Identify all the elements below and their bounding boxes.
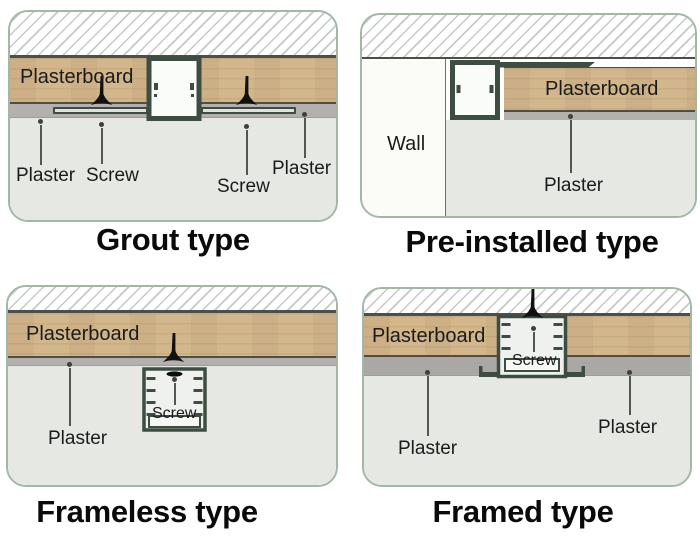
plaster-body [364,375,690,485]
leader-dot [244,124,249,129]
label-screw-left: Screw [86,165,139,186]
screw-icon [162,333,185,362]
leader-line [304,118,306,158]
leader-line [570,120,572,173]
label-plasterboard: Plasterboard [372,325,486,347]
leader-line [40,125,42,165]
plasterboard-layer-left [364,315,497,357]
label-plaster: Plaster [544,175,604,196]
plaster-skim-strip-left [364,357,497,375]
leader-dot [67,362,72,367]
plasterboard-layer-right [567,315,690,357]
screw-icon [90,76,113,105]
concrete-hatch [362,15,695,59]
leader-line [427,376,429,436]
profile-flange [498,62,595,68]
label-screw-right: Screw [217,176,270,197]
panel-title-preinstalled: Pre-installed type [405,224,659,259]
leader-line [533,332,535,352]
concrete-hatch [8,287,336,312]
leader-dot [38,119,43,124]
aluminum-profile-channel [146,56,202,121]
plaster-body [10,117,336,220]
panel-preinstalled: Plasterboard Wall Plaster [360,13,697,218]
label-plaster-right: Plaster [272,158,332,179]
leader-dot [302,112,307,117]
plasterboard-layer [504,67,695,112]
panel-title-grout: Grout type [96,222,250,257]
leader-dot [425,370,430,375]
label-plaster-left: Plaster [16,165,76,186]
label-plasterboard: Plasterboard [20,66,134,88]
label-plaster: Plaster [48,428,108,449]
leader-dot [568,114,573,119]
panel-title-framed: Framed type [432,494,614,529]
leader-dot [172,377,177,382]
panel-grout: Plaster Screw Screw Plaster Plasterboard [8,10,338,222]
label-screw: Screw [152,405,197,422]
leader-dot [627,370,632,375]
leader-dot [99,122,104,127]
label-wall: Wall [387,133,426,155]
panel-title-frameless: Frameless type [36,494,258,529]
aluminum-profile-channel [450,60,500,120]
label-screw: Screw [512,352,557,369]
leader-line [174,383,176,405]
aluminum-profile-channel [479,315,585,379]
label-plasterboard: Plasterboard [545,78,659,100]
panel-framed: Screw Plaster Plaster Plasterboard [362,287,692,487]
label-plaster-left: Plaster [398,438,458,459]
leader-line [101,128,103,164]
profile-flange-right [201,107,296,114]
label-plasterboard: Plasterboard [26,323,140,345]
screw-icon [235,76,258,105]
leader-line [69,368,71,426]
screw-icon [521,289,544,318]
leader-line [246,130,248,175]
plaster-skim-strip-right [567,357,690,375]
concrete-hatch [10,12,336,57]
panel-frameless: Screw Plaster Plasterboard [6,285,338,487]
label-plaster-right: Plaster [598,417,658,438]
plaster-body [446,120,695,216]
plaster-skim-strip [504,112,695,120]
leader-line [629,376,631,415]
leader-dot [531,326,536,331]
plaster-skim-strip [8,358,336,365]
wall-section [362,59,446,216]
